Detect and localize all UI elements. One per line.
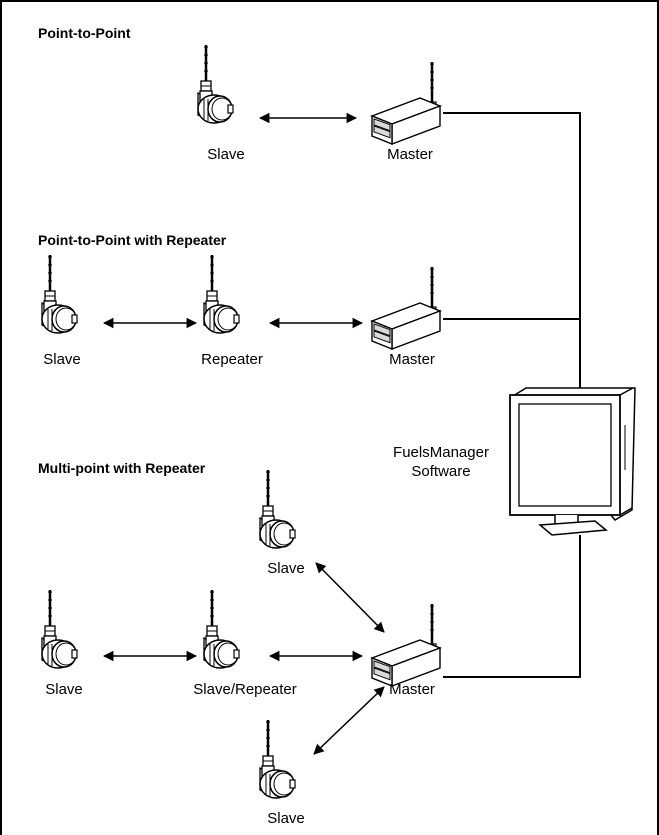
label-rep-repeater: Repeater	[201, 351, 263, 368]
rep-master-device	[372, 267, 440, 349]
label-mp-slave-top: Slave	[267, 560, 305, 577]
mp-slave-top-device	[260, 470, 295, 548]
label-mp-slave-repeater: Slave/Repeater	[193, 681, 296, 698]
software-name: FuelsManager	[393, 443, 489, 462]
label-p2p-master: Master	[387, 146, 433, 163]
label-rep-slave: Slave	[43, 351, 81, 368]
mp-master-device	[372, 604, 440, 686]
computer-monitor-icon	[510, 388, 635, 535]
p2p-master-device	[372, 62, 440, 144]
mp-slave-bottom-device	[260, 720, 295, 798]
rep-repeater-device	[204, 255, 239, 333]
mp-slave-repeater-device	[204, 590, 239, 668]
rep-slave-device	[42, 255, 77, 333]
heading-point-to-point: Point-to-Point	[38, 25, 131, 41]
label-p2p-slave: Slave	[207, 146, 245, 163]
mp-link-arrow-bottom	[314, 687, 384, 754]
label-rep-master: Master	[389, 351, 435, 368]
label-fuelsmanager-software: FuelsManager Software	[393, 443, 489, 481]
heading-multi-point-with-repeater: Multi-point with Repeater	[38, 460, 205, 476]
label-mp-slave-left: Slave	[45, 681, 83, 698]
software-suffix: Software	[393, 462, 489, 481]
mp-slave-left-device	[42, 590, 77, 668]
label-mp-slave-bottom: Slave	[267, 810, 305, 827]
p2p-slave-device	[198, 45, 233, 123]
label-mp-master: Master	[389, 681, 435, 698]
mp-link-arrow-top	[316, 563, 384, 632]
heading-point-to-point-with-repeater: Point-to-Point with Repeater	[38, 232, 226, 248]
